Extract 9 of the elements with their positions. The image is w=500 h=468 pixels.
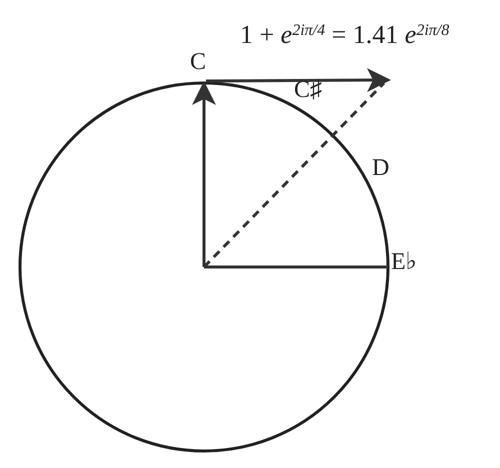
line xyxy=(204,266,388,268)
dashed-line xyxy=(202,82,386,268)
formula: 1 + e$^{2iπ/4}$ = 1.41 e$^{2iπ/8}$ xyxy=(240,22,450,48)
arrow xyxy=(192,81,216,267)
note-label: C xyxy=(190,50,208,74)
note-label: C♯ xyxy=(294,78,322,102)
arrow xyxy=(206,68,391,92)
note-label: D xyxy=(372,156,390,180)
note-label: E♭ xyxy=(391,250,418,274)
